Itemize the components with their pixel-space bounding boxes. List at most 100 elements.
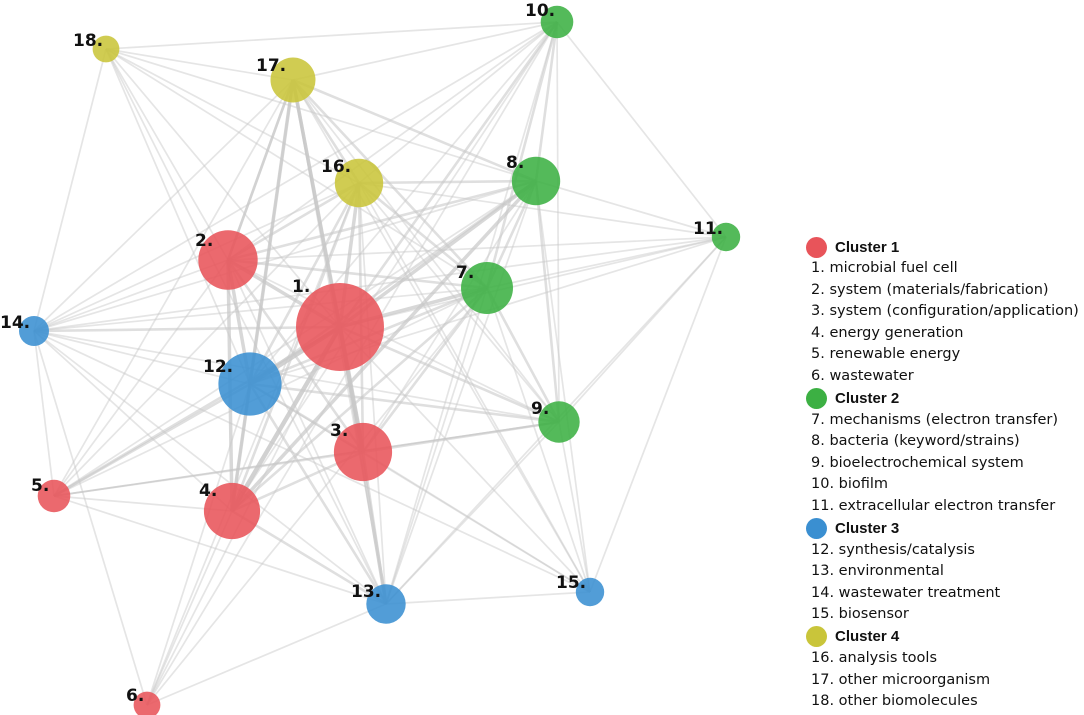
edge-9-12 xyxy=(249,382,560,424)
node-5[interactable] xyxy=(37,479,71,513)
node-11[interactable] xyxy=(711,222,741,252)
node-10[interactable] xyxy=(540,5,574,39)
legend-item: 6. wastewater xyxy=(811,367,914,384)
edge-2-18 xyxy=(105,48,229,261)
edge-3-15 xyxy=(362,451,591,593)
node-8[interactable] xyxy=(511,156,561,206)
node-1[interactable] xyxy=(296,283,384,371)
node-label-18: 18. xyxy=(73,31,103,51)
edge-13-15 xyxy=(385,591,591,605)
node-label-2: 2. xyxy=(195,231,213,251)
node-6[interactable] xyxy=(133,691,161,715)
edge-14-15 xyxy=(33,330,591,593)
node-7[interactable] xyxy=(461,262,513,314)
node-3[interactable] xyxy=(333,422,393,482)
edge-4-8 xyxy=(230,179,538,513)
edge-9-17 xyxy=(292,79,560,423)
edge-2-3 xyxy=(226,259,365,453)
edge-12-18 xyxy=(105,48,251,385)
node-label-15: 15. xyxy=(556,573,586,593)
edge-10-11 xyxy=(556,21,727,238)
edge-2-10 xyxy=(227,21,558,261)
node-label-7: 7. xyxy=(456,263,474,283)
edge-13-16 xyxy=(358,182,387,605)
edge-17-18 xyxy=(105,48,294,81)
edge-15-16 xyxy=(358,182,591,593)
legend-cluster-2: Cluster 2 xyxy=(806,388,1084,410)
edge-9-13 xyxy=(385,421,560,605)
edge-11-14 xyxy=(33,236,727,332)
legend-item: 11. extracellular electron transfer xyxy=(811,497,1056,514)
node-12[interactable] xyxy=(218,352,282,416)
edge-6-14 xyxy=(33,330,148,706)
edge-13-18 xyxy=(105,48,387,605)
node-18[interactable] xyxy=(92,35,120,63)
node-4[interactable] xyxy=(203,482,261,540)
edge-11-2 xyxy=(227,236,727,261)
node-label-6: 6. xyxy=(126,686,144,706)
legend-cluster-label: Cluster 3 xyxy=(835,520,900,538)
edge-4-6 xyxy=(146,510,233,706)
edge-1-18 xyxy=(105,48,341,328)
edge-2-5 xyxy=(53,259,229,497)
edge-7-16 xyxy=(358,181,488,290)
edge-6-7 xyxy=(146,287,488,706)
legend-item: 2. system (materials/fabrication) xyxy=(811,281,1049,298)
node-label-16: 16. xyxy=(321,157,351,177)
legend-dot-cluster-1 xyxy=(806,236,827,258)
node-label-14: 14. xyxy=(0,313,30,333)
edge-7-17 xyxy=(292,79,488,289)
legend-item: 9. bioelectrochemical system xyxy=(811,454,1024,471)
edge-2-14 xyxy=(33,259,229,332)
edge-12-17 xyxy=(248,79,295,385)
edge-8-12 xyxy=(249,179,537,386)
edge-14-16 xyxy=(33,182,360,332)
legend-cluster-4: Cluster 4 xyxy=(806,626,1084,648)
edge-3-7 xyxy=(361,287,489,453)
legend-dot-cluster-3 xyxy=(806,518,827,540)
node-label-1: 1. xyxy=(292,277,310,297)
edge-8-17 xyxy=(292,78,537,183)
edge-5-13 xyxy=(53,495,387,605)
edge-2-9 xyxy=(227,259,560,423)
node-17[interactable] xyxy=(270,57,316,103)
legend-item: 12. synthesis/catalysis xyxy=(811,541,975,558)
edges-layer xyxy=(33,21,727,706)
edge-5-8 xyxy=(53,180,537,497)
edge-10-14 xyxy=(33,21,558,332)
labels-layer: 1.2.3.4.5.6.7.8.9.10.11.12.13.14.15.16.1… xyxy=(0,1,723,706)
edge-17-2 xyxy=(226,79,295,261)
legend-cluster-3: Cluster 3 xyxy=(806,518,1084,540)
legend-cluster-1: Cluster 1 xyxy=(806,236,1084,258)
legend-item: 4. energy generation xyxy=(811,324,964,341)
node-9[interactable] xyxy=(538,401,580,443)
edge-9-10 xyxy=(556,21,560,423)
edge-4-10 xyxy=(231,21,558,512)
legend-item: 18. other biomolecules xyxy=(811,693,978,710)
edge-7-10 xyxy=(485,21,559,289)
legend-cluster-label: Cluster 1 xyxy=(835,238,900,256)
node-14[interactable] xyxy=(19,316,49,346)
edge-9-16 xyxy=(358,182,560,423)
edge-7-11 xyxy=(486,236,727,289)
edge-8-13 xyxy=(385,180,537,605)
edge-3-8 xyxy=(362,180,537,453)
node-15[interactable] xyxy=(575,577,605,607)
node-label-11: 11. xyxy=(693,219,723,239)
edge-4-14 xyxy=(33,330,233,512)
node-13[interactable] xyxy=(366,584,406,624)
edge-7-13 xyxy=(385,287,488,605)
edge-16-18 xyxy=(105,48,360,184)
node-16[interactable] xyxy=(334,158,384,208)
legend-item: 13. environmental xyxy=(811,563,944,580)
edge-1-11 xyxy=(339,236,727,328)
node-2[interactable] xyxy=(198,230,258,290)
legend-item: 10. biofilm xyxy=(811,476,889,493)
keyword-network-diagram: 1.2.3.4.5.6.7.8.9.10.11.12.13.14.15.16.1… xyxy=(0,1,741,715)
edge-11-15 xyxy=(589,236,727,593)
edge-12-16 xyxy=(248,182,361,385)
edge-12-14 xyxy=(33,330,251,385)
node-label-4: 4. xyxy=(199,481,217,501)
legend-item: 17. other microorganism xyxy=(811,671,991,688)
